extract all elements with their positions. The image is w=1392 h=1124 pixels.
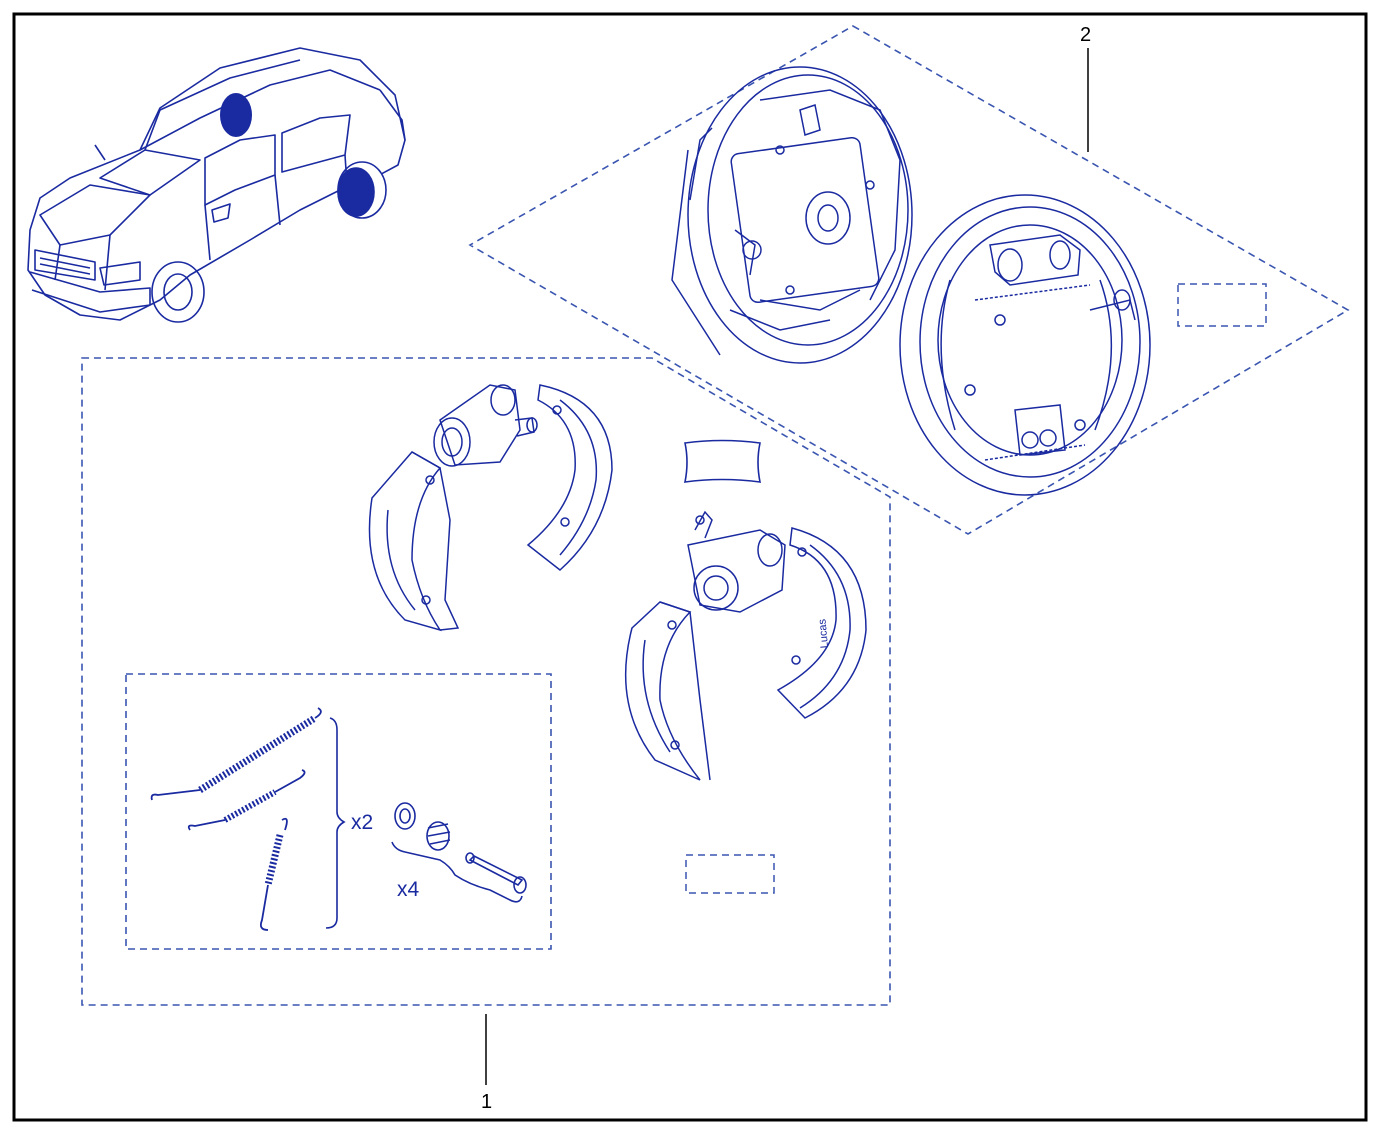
brake-shoe-icon-upper-left (368, 451, 460, 632)
retainer-cup-icon (394, 802, 416, 830)
quantity-bracket-pins (391, 841, 523, 903)
roof-marker-icon (220, 93, 252, 137)
callout-label-2: 2 (1080, 24, 1092, 46)
spring-icon-medium (187, 769, 306, 831)
kit-2-boundary (468, 25, 1350, 535)
car-icon (27, 47, 406, 323)
hardware-kit-boundary (125, 673, 552, 950)
brake-shoe-icon-lower-left (624, 601, 711, 781)
quantity-label-pins: x4 (397, 878, 420, 901)
spring-icon-short (259, 817, 288, 931)
kit-1-label-placeholder-icon (685, 854, 775, 894)
spring-icon-retainer (426, 821, 451, 851)
kit-label-placeholder-icon-top (683, 439, 762, 483)
wheel-cylinder-icon-upper (433, 384, 538, 467)
callout-label-1: 1 (481, 1091, 493, 1113)
brake-shoe-icon-upper-right (526, 384, 613, 571)
brake-backing-plate-icon-left (671, 66, 913, 364)
kit-2-label-placeholder-icon (1177, 283, 1267, 327)
wheel-cylinder-icon-lower (687, 510, 786, 613)
quantity-label-springs: x2 (351, 811, 374, 834)
spring-icon-long (150, 707, 322, 801)
brake-shoe-icon-lower-right (776, 527, 867, 719)
pin-icon (465, 852, 527, 894)
kit-1-boundary (81, 357, 891, 1006)
outer-border (12, 12, 1368, 1122)
quantity-bracket-springs (325, 717, 346, 929)
brake-backing-plate-icon-right (899, 194, 1151, 496)
brand-engraving: Lucas (816, 618, 831, 649)
